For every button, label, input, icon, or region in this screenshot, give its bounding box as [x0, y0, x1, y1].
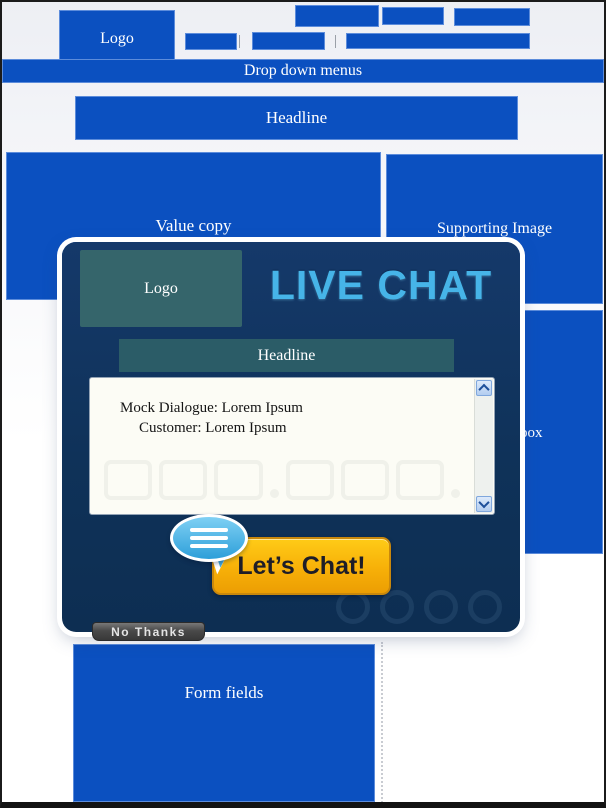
lets-chat-label: Let’s Chat! — [237, 551, 366, 580]
scroll-up-button[interactable] — [476, 380, 492, 396]
popup-logo-box: Logo — [80, 250, 242, 327]
secondary-nav-bar-3[interactable] — [346, 33, 530, 49]
supporting-image-label: Supporting Image — [436, 220, 553, 237]
site-logo-label: Logo — [100, 29, 134, 47]
secondary-nav-bar-1[interactable] — [185, 33, 237, 50]
nav-divider — [239, 35, 240, 48]
popup-headline-label: Headline — [257, 346, 316, 364]
column-divider — [381, 642, 383, 802]
utility-nav-bar-3[interactable] — [454, 8, 530, 26]
chevron-down-icon — [478, 496, 490, 509]
secondary-nav-bar-2[interactable] — [252, 32, 325, 50]
side-box-label: box — [525, 425, 543, 441]
site-logo-box[interactable]: Logo — [59, 10, 175, 67]
utility-nav-bar-1[interactable] — [295, 5, 379, 27]
watermark — [104, 460, 461, 500]
headline-banner: Headline — [75, 96, 518, 140]
form-fields-box[interactable]: Form fields — [73, 644, 375, 802]
no-thanks-label: No Thanks — [111, 624, 186, 639]
dropdown-menu-bar[interactable]: Drop down menus — [2, 59, 604, 83]
chat-dialogue: Mock Dialogue: Lorem Ipsum Customer: Lor… — [90, 378, 494, 438]
popup-logo-label: Logo — [144, 279, 178, 297]
form-fields-label: Form fields — [184, 683, 264, 702]
chat-scrollbar[interactable] — [474, 379, 493, 513]
chat-bubble-icon — [170, 514, 248, 562]
live-chat-title: LIVE CHAT — [269, 261, 493, 308]
live-chat-popup: Logo LIVE CHAT Headline Mock Dialogue: L… — [62, 242, 520, 632]
chevron-up-icon — [478, 383, 490, 396]
side-box-label-clip: box — [525, 422, 602, 442]
scroll-down-button[interactable] — [476, 496, 492, 512]
chat-dialogue-window[interactable]: Mock Dialogue: Lorem Ipsum Customer: Lor… — [89, 377, 495, 515]
popup-headline-bar: Headline — [119, 339, 454, 372]
watermark — [336, 590, 502, 624]
side-form-box: box — [524, 310, 603, 554]
dialogue-line-customer: Customer: Lorem Ipsum — [139, 420, 287, 436]
dialogue-line-agent: Mock Dialogue: Lorem Ipsum — [120, 400, 303, 416]
nav-divider — [335, 35, 336, 48]
dropdown-menu-label: Drop down menus — [243, 62, 363, 79]
headline-label: Headline — [265, 108, 328, 127]
value-copy-label: Value copy — [155, 216, 232, 235]
no-thanks-button[interactable]: No Thanks — [92, 622, 205, 641]
utility-nav-bar-2[interactable] — [382, 7, 444, 25]
